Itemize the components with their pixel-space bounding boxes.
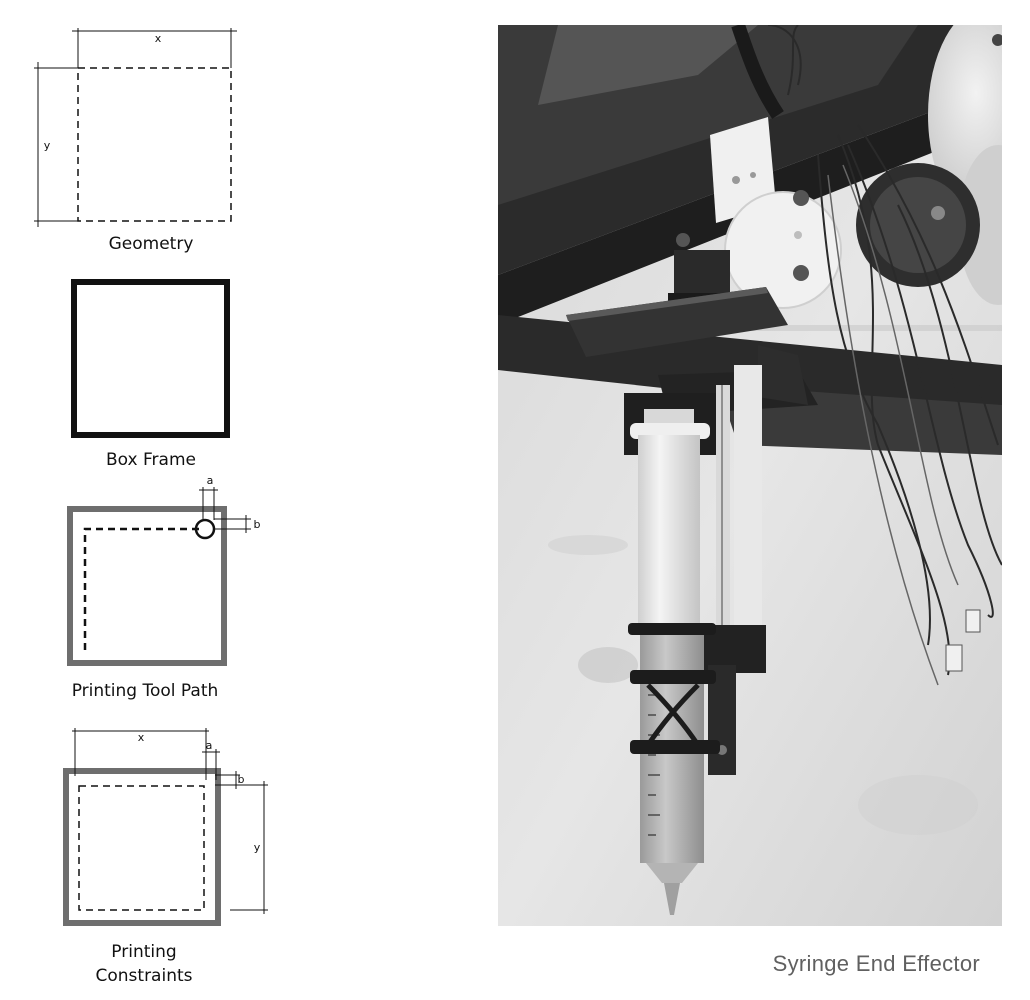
box-frame-diagram: Box Frame: [71, 279, 230, 470]
constraints-b-label: b: [238, 773, 245, 786]
geometry-x-label: x: [155, 32, 162, 45]
constraints-x-label: x: [138, 731, 145, 744]
tool-path-b-label: b: [254, 518, 261, 531]
geometry-y-label: y: [44, 139, 51, 152]
tool-path-frame: [67, 506, 227, 666]
tool-path-caption: Printing Tool Path: [72, 681, 219, 701]
tool-path-dashed-line: [83, 527, 203, 650]
constraints-frame: [63, 768, 221, 926]
constraints-caption-line-2: Constraints: [96, 966, 193, 986]
syringe-end-effector-photo: [498, 25, 1002, 926]
box-frame-square: [71, 279, 230, 438]
constraints-diagram: x a b y Printing Constraints: [63, 728, 268, 986]
tool-path-diagram: a b Printing Tool Path: [67, 474, 261, 701]
constraints-caption-line-1: Printing: [111, 942, 176, 962]
geometry-diagram: x y Geometry: [34, 28, 237, 254]
printing-diagrams: x y Geometry Box Frame a: [34, 28, 268, 986]
geometry-caption: Geometry: [109, 234, 194, 254]
box-frame-caption: Box Frame: [106, 450, 196, 470]
photo-caption: Syringe End Effector: [772, 951, 980, 976]
constraints-y-label: y: [254, 841, 261, 854]
constraints-dashed-square: [78, 785, 205, 911]
tool-path-a-label: a: [207, 474, 214, 487]
constraints-a-label: a: [206, 739, 213, 752]
geometry-dashed-square: [77, 67, 232, 222]
